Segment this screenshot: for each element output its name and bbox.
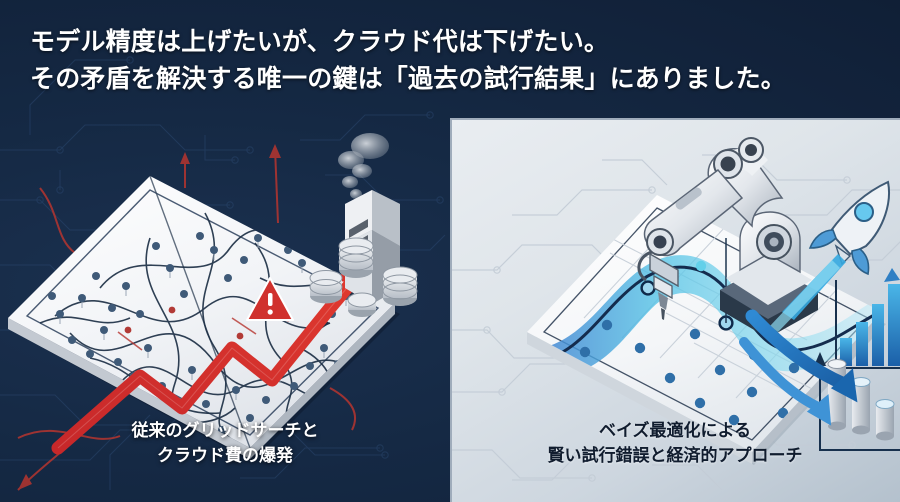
grid-search-illustration (8, 133, 418, 491)
plane-edge-right (250, 303, 395, 459)
blue-down-arrows (739, 309, 858, 426)
ascending-bar-chart (835, 268, 900, 369)
rocket-icon (770, 180, 890, 332)
page-title: モデル精度は上げたいが、クラウド代は下げたい。 その矛盾を解決する唯一の鍵は「過… (30, 28, 787, 93)
left-illustration-panel (0, 118, 450, 502)
right-panel-caption: ベイズ最適化による 賢い試行錯誤と経済的アプローチ (547, 421, 803, 465)
scattered-grid-points (48, 232, 350, 434)
stray-red-arrows (17, 144, 357, 491)
uncertainty-band (534, 255, 882, 376)
bayesian-optimization-illustration (452, 137, 900, 491)
right-illustration-panel (450, 118, 900, 502)
isometric-grid-plane (8, 176, 395, 448)
left-panel-caption: 従来のグリッドサーチと クラウド費の爆発 (131, 421, 319, 465)
plane-edge-left (527, 332, 752, 464)
coin-stacks (309, 237, 418, 317)
warning-triangle-icon (246, 277, 294, 321)
smoke-plume (338, 133, 389, 199)
evaluated-point-peak (640, 280, 656, 296)
robotic-arm-icon (637, 137, 818, 338)
